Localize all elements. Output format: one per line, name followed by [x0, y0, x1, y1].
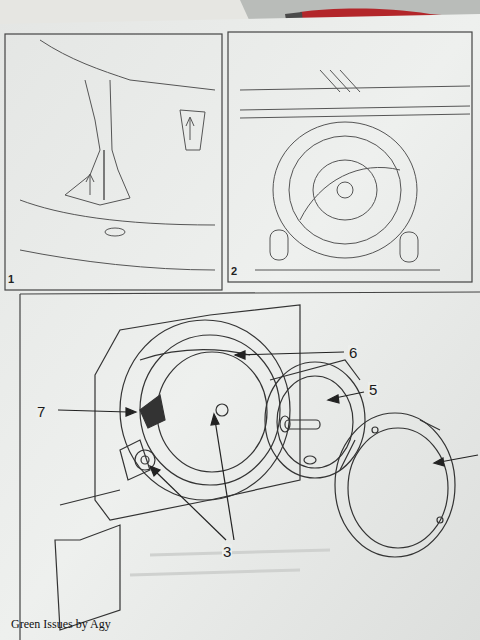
- panel-number: 2: [231, 266, 240, 277]
- callout-number: 5: [368, 382, 378, 397]
- callout-number: 7: [36, 404, 46, 419]
- callout-number: 6: [348, 345, 358, 360]
- panel-number-box: 2: [231, 266, 240, 279]
- watermark: Green Issues by Agy: [10, 618, 112, 630]
- panel-number-box: 1: [8, 274, 17, 287]
- callout-number: 3: [222, 544, 232, 559]
- panel-number: 1: [8, 274, 17, 285]
